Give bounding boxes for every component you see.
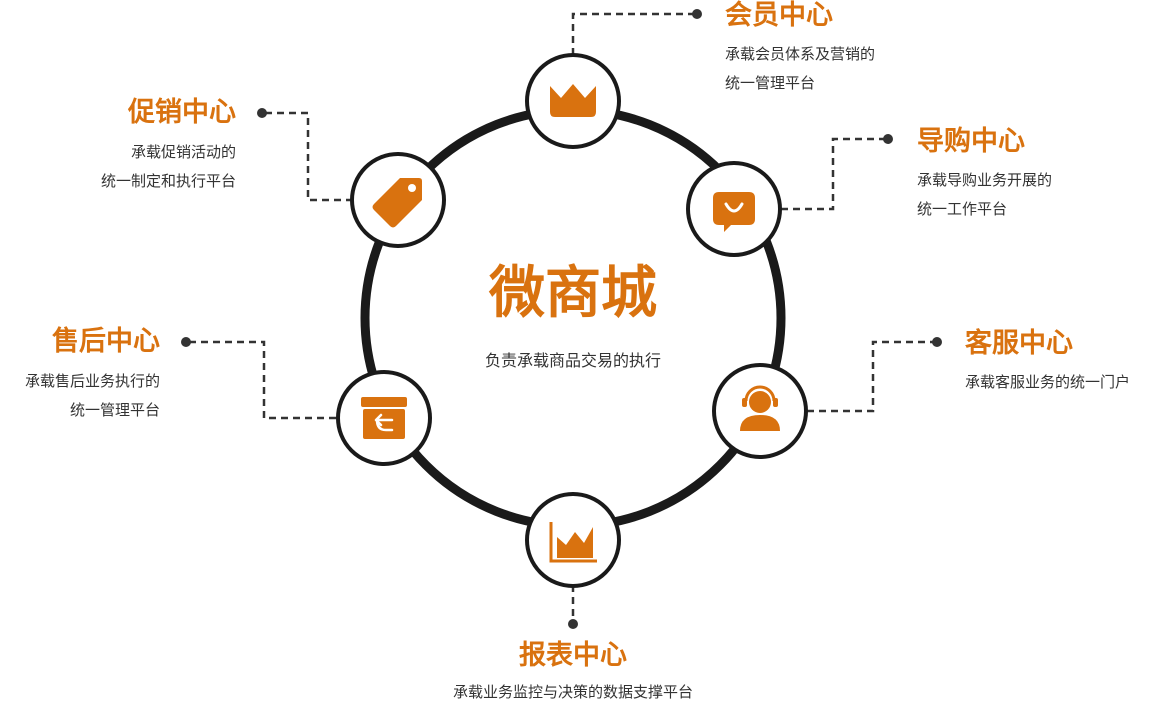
- center-title: 微商城: [489, 261, 657, 326]
- connector-dot-promo: [257, 108, 267, 118]
- crown-icon: [550, 84, 596, 117]
- desc-promo-line1: 承载促销活动的: [130, 143, 236, 161]
- chat-smile-icon: [713, 192, 755, 232]
- node-aftersale: [336, 370, 432, 466]
- connector-aftersale: [186, 340, 336, 420]
- area-chart-icon: [549, 522, 597, 563]
- connector-dot-aftersale: [181, 337, 191, 347]
- connector-member: [571, 12, 697, 55]
- desc-promo-line2: 统一制定和执行平台: [100, 172, 236, 190]
- node-service: [712, 363, 808, 459]
- desc-service-line1: 承载客服业务的统一门户: [965, 373, 1131, 391]
- desc-aftersale-line2: 统一管理平台: [69, 401, 160, 419]
- connector-service: [807, 340, 937, 413]
- title-report: 报表中心: [519, 640, 627, 671]
- return-box-icon: [361, 397, 407, 439]
- node-promo: [350, 152, 446, 248]
- connector-dot-service: [932, 337, 942, 347]
- title-service: 客服中心: [965, 328, 1073, 359]
- headset-agent-icon: [740, 385, 780, 431]
- desc-aftersale-line1: 承载售后业务执行的: [24, 372, 160, 390]
- title-member: 会员中心: [725, 0, 833, 31]
- title-guide: 导购中心: [917, 126, 1025, 157]
- node-report: [525, 492, 621, 588]
- node-guide: [686, 161, 782, 257]
- center-subtitle: 负责承载商品交易的执行: [484, 351, 661, 370]
- desc-member-line1: 承载会员体系及营销的: [725, 45, 876, 63]
- node-member: [525, 53, 621, 149]
- connector-dot-guide: [883, 134, 893, 144]
- connector-guide: [781, 137, 888, 211]
- desc-report-line1: 承载业务监控与决策的数据支撑平台: [452, 683, 693, 701]
- price-tag-icon: [372, 178, 422, 228]
- connector-dot-member: [692, 9, 702, 19]
- title-promo: 促销中心: [128, 97, 236, 128]
- desc-guide-line2: 统一工作平台: [917, 200, 1008, 218]
- connector-dot-report: [568, 619, 578, 629]
- connector-promo: [262, 111, 353, 202]
- desc-member-line2: 统一管理平台: [725, 74, 816, 92]
- desc-guide-line1: 承载导购业务开展的: [917, 171, 1053, 189]
- title-aftersale: 售后中心: [52, 326, 160, 357]
